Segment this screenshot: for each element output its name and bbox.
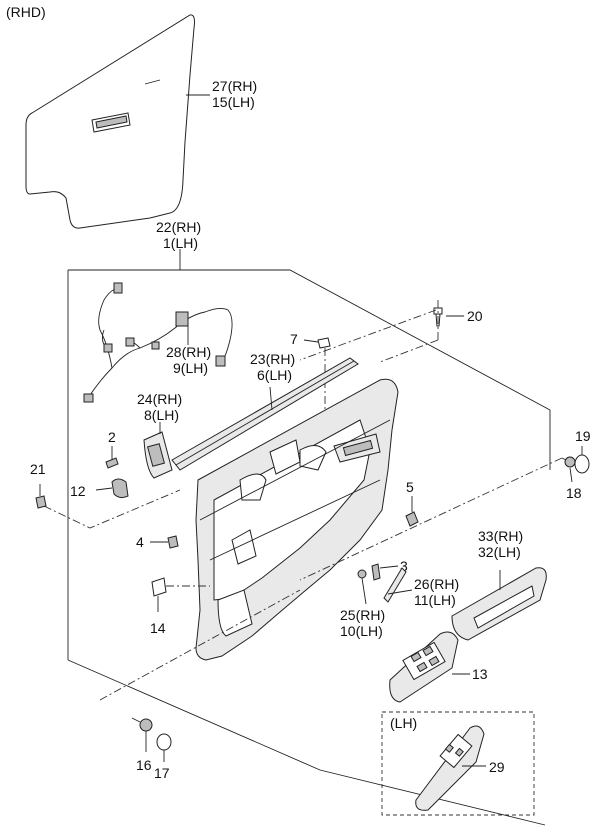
callout-3: 3 [400,558,408,574]
callout-28: 28(RH) [166,344,211,360]
callout-14: 14 [150,620,166,636]
leader-3 [379,565,399,569]
dash-line-20c [379,339,439,363]
callout-21: 21 [30,461,46,477]
handle-housing-part [143,431,173,479]
clip-part-25 [357,569,367,579]
leader-12 [95,487,113,491]
cap-part-19 [574,454,590,474]
callout-32: 32(LH) [478,544,521,560]
callout-20: 20 [467,308,483,324]
callout-26: 26(RH) [414,576,459,592]
screw-part-2 [105,446,119,469]
callout-8: 8(LH) [144,407,179,423]
handle-bracket-part [111,478,129,499]
dash-line-16 [99,589,301,701]
callout-13: 13 [472,666,488,682]
callout-1: 1(LH) [163,235,198,251]
callout-4: 4 [136,534,144,550]
dash-line-18 [299,457,563,581]
wiring-harness [83,282,233,403]
armrest-cover-part [451,567,547,641]
callout-23: 23(RH) [250,351,295,367]
door-trim-panel [195,378,399,661]
rod-part-26 [383,567,407,603]
callout-17: 17 [154,765,170,781]
callout-27: 27(RH) [212,78,257,94]
callout-33: 33(RH) [478,528,523,544]
callout-6: 6(LH) [257,367,292,383]
callout-15: 15(LH) [212,94,255,110]
callout-22: 22(RH) [156,219,201,235]
weatherstrip-part [171,357,359,471]
lh-inset-label: (LH) [390,715,417,731]
callout-7: 7 [290,331,298,347]
screw-part-18 [561,456,576,468]
leader-7 [303,339,319,343]
screw-part-16 [131,717,153,752]
door-sheet-part [25,14,195,229]
clip-part-21 [35,484,47,509]
callout-10: 10(LH) [340,623,383,639]
screw-part-3 [371,563,381,581]
dash-line-20b [299,309,437,361]
cap-part-17 [156,733,172,762]
leader-23 [269,386,273,411]
callout-5: 5 [406,479,414,495]
callout-29: 29 [489,759,505,775]
callout-18: 18 [566,485,582,501]
leader-25 [361,577,367,605]
clip-part-4 [167,535,179,549]
callout-11: 11(LH) [414,592,456,608]
callout-16: 16 [136,757,152,773]
clip-part-5 [405,496,419,527]
assembly-frame [67,249,551,826]
callout-19: 19 [575,428,591,444]
callout-2: 2 [108,429,116,445]
callout-12: 12 [70,483,86,499]
variant-label: (RHD) [6,4,46,20]
callout-24: 24(RH) [137,391,182,407]
dash-line-21 [43,489,181,529]
callout-25: 25(RH) [340,607,385,623]
leader-18 [569,467,573,483]
leader-26 [387,589,413,595]
lh-inset-box [381,711,535,816]
switch-panel-lh-part [415,725,485,811]
bracket-part-14 [151,577,167,612]
clip-part-7 [317,337,331,349]
callout-9: 9(LH) [173,360,208,376]
window-switch-panel-part [389,631,459,703]
